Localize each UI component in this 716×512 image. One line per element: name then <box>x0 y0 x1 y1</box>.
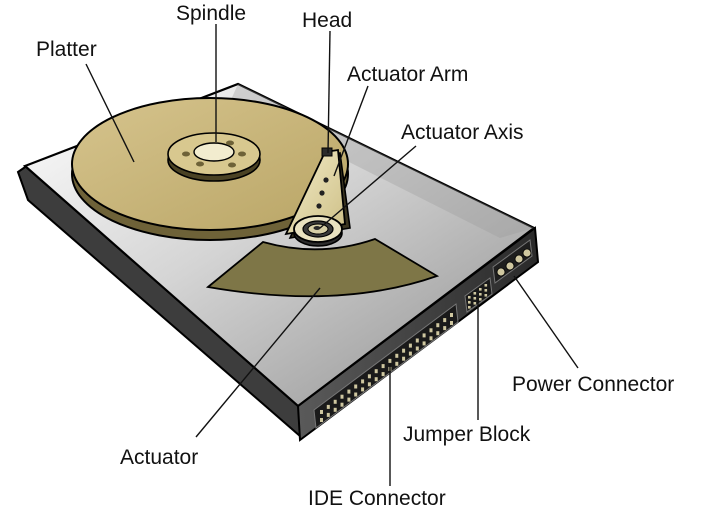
ide-pin <box>381 364 385 369</box>
jumper-pin <box>484 284 488 287</box>
ide-pin <box>429 328 433 333</box>
ide-pin <box>450 321 453 325</box>
ide-pin <box>333 407 337 412</box>
jumper-pin <box>468 296 471 299</box>
ide-connector <box>313 303 459 429</box>
leader-head <box>327 30 331 154</box>
label-power-connector: Power Connector <box>512 373 674 396</box>
labels: Platter Spindle Head Actuator Arm Actuat… <box>36 2 674 510</box>
jumper-pin <box>473 302 477 305</box>
jumper-pin <box>473 292 477 295</box>
ide-pin <box>320 410 323 414</box>
ide-pin <box>429 336 433 341</box>
ide-pin <box>367 382 371 387</box>
ide-pin <box>388 358 392 363</box>
label-spindle: Spindle <box>176 2 246 25</box>
ide-pin <box>402 356 406 361</box>
leader-lines <box>85 24 579 486</box>
label-actuator-axis: Actuator Axis <box>401 121 524 144</box>
ide-pin <box>320 418 323 422</box>
leader-actuator <box>195 287 321 438</box>
ide-pin <box>354 384 358 389</box>
ide-pin <box>450 313 453 317</box>
spindle <box>167 132 261 182</box>
ide-pin <box>422 341 426 346</box>
ide-pin <box>361 379 365 384</box>
ide-pin <box>333 399 337 404</box>
power-connector <box>492 239 533 284</box>
jumper-pin <box>479 293 482 296</box>
ide-pin <box>326 404 330 409</box>
jumper-pin <box>473 297 477 300</box>
label-actuator: Actuator <box>120 446 198 469</box>
ide-pin <box>381 372 385 377</box>
label-jumper-block: Jumper Block <box>403 423 531 446</box>
read-write-head <box>321 147 333 157</box>
jumper-pin <box>479 288 482 291</box>
jumper-pin <box>479 298 482 301</box>
leader-actuator-arm <box>333 85 369 177</box>
jumper-pin <box>468 306 471 309</box>
ide-pin <box>415 338 419 343</box>
ide-connector-slot <box>313 303 459 429</box>
ide-pin <box>347 397 351 402</box>
ide-pin <box>374 377 378 382</box>
ide-pin <box>415 346 419 351</box>
label-ide-connector: IDE Connector <box>308 487 446 510</box>
leader-actuator-axis <box>319 145 417 229</box>
actuator <box>205 238 440 298</box>
ide-pin <box>408 343 412 348</box>
label-actuator-arm: Actuator Arm <box>347 63 468 86</box>
jumper-block <box>464 277 493 313</box>
ide-pin <box>354 392 358 397</box>
ide-pin <box>402 348 406 353</box>
ide-pin <box>408 351 412 356</box>
leader-platter <box>85 63 135 163</box>
actuator-axis <box>293 215 343 247</box>
ide-pin <box>340 394 344 399</box>
jumper-pin <box>484 289 488 292</box>
jumper-pin <box>484 294 488 297</box>
ide-pin <box>347 389 351 394</box>
ide-pin <box>340 402 344 407</box>
label-head: Head <box>302 9 352 32</box>
ide-pin <box>436 331 440 336</box>
ide-pin <box>395 361 399 366</box>
ide-pin <box>422 333 426 338</box>
leader-power-connector <box>513 275 579 369</box>
label-platter: Platter <box>36 38 97 61</box>
ide-pin <box>374 369 378 374</box>
ide-pin <box>436 323 440 328</box>
jumper-pin <box>468 301 471 304</box>
ide-pin <box>361 387 365 392</box>
ide-pin <box>395 353 399 358</box>
ide-pin <box>367 374 371 379</box>
ide-pin <box>443 318 447 323</box>
ide-pin <box>326 412 330 417</box>
ide-pin <box>443 326 447 331</box>
